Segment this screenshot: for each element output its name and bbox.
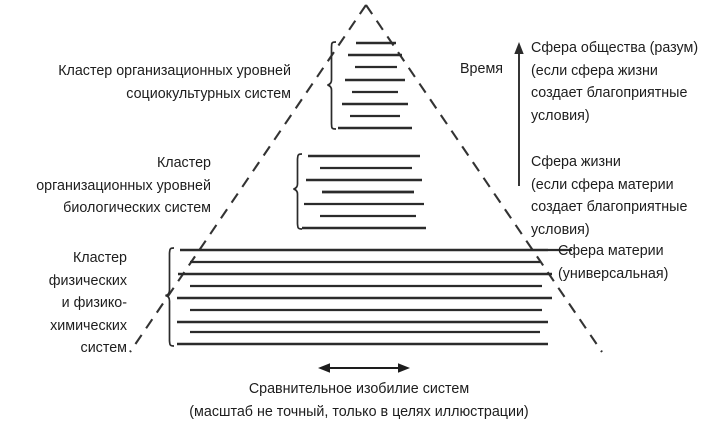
cluster-lines-biological	[302, 154, 426, 230]
label-sphere-life: Сфера жизни (если сфера материи создает …	[531, 154, 688, 238]
abundance-axis-arrow	[318, 363, 410, 373]
cluster-lines-physical	[177, 248, 552, 346]
label-sphere-society: Сфера общества (разум) (если сфера жизни…	[531, 40, 699, 124]
caption-abundance: Сравнительное изобилие систем (масштаб н…	[189, 381, 529, 420]
label-time-axis: Время	[460, 61, 504, 77]
arrow-up-icon	[514, 42, 524, 54]
cluster-lines-sociocultural	[338, 41, 412, 130]
label-sphere-matter: Сфера материи (универсальная)	[558, 243, 669, 282]
label-cluster-sociocultural: Кластер организационных уровней социокул…	[58, 63, 291, 102]
arrow-left-icon	[318, 363, 330, 373]
label-cluster-physical: Кластер физических и физико- химических …	[48, 250, 127, 356]
brace-physical	[165, 247, 175, 347]
arrow-right-icon	[398, 363, 410, 373]
brace-biological	[293, 153, 303, 230]
brace-sociocultural	[327, 41, 337, 130]
label-cluster-biological: Кластер организационных уровней биологич…	[36, 155, 211, 216]
